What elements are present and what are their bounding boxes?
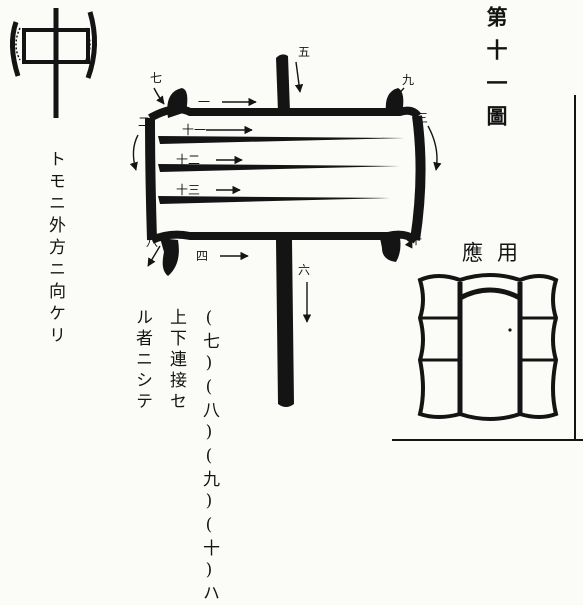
small-character-drawing [10, 8, 98, 118]
barrel-figure [145, 88, 426, 276]
arrows [129, 61, 442, 323]
number-label: 三 [416, 111, 428, 125]
number-label: 十三 [176, 183, 200, 197]
number-label: 十 [410, 233, 422, 247]
curved-arrow-icon [129, 134, 139, 171]
curved-arrow-icon [403, 235, 413, 249]
number-label: 六 [298, 263, 310, 277]
number-label: 十二 [176, 153, 200, 167]
number-label: 五 [298, 45, 310, 59]
number-label: 八 [146, 235, 158, 249]
left-caption: トモニ外方ニ向ケリ [45, 150, 65, 348]
application-label: 應用 [462, 241, 532, 265]
number-label: 十一 [182, 123, 206, 137]
curved-arrow-icon [427, 125, 442, 171]
figure-title: 第十一圖 [484, 6, 509, 138]
number-label: 二 [138, 115, 150, 129]
arrow-down-icon [294, 61, 304, 93]
number-label: 九 [402, 73, 414, 87]
number-label: 四 [196, 249, 208, 263]
caption-column: (七)(八)(九)(十)ハ [199, 308, 219, 605]
caption-column: 上下連接セ [166, 308, 186, 413]
curved-arrow-icon [392, 87, 405, 105]
number-label: 一 [198, 95, 210, 109]
central-stroke-bottom [276, 240, 294, 407]
application-figure [417, 273, 559, 421]
curved-arrow-icon [153, 87, 165, 105]
caption-column: ル者ニシテ [132, 308, 152, 413]
figure-drawing: 五 七 一 九 二 三 十一 十二 十三 八 四 十 六 [10, 8, 583, 441]
number-label: 七 [150, 71, 162, 85]
curved-arrow-icon [147, 245, 161, 267]
central-stroke-top [276, 54, 290, 112]
